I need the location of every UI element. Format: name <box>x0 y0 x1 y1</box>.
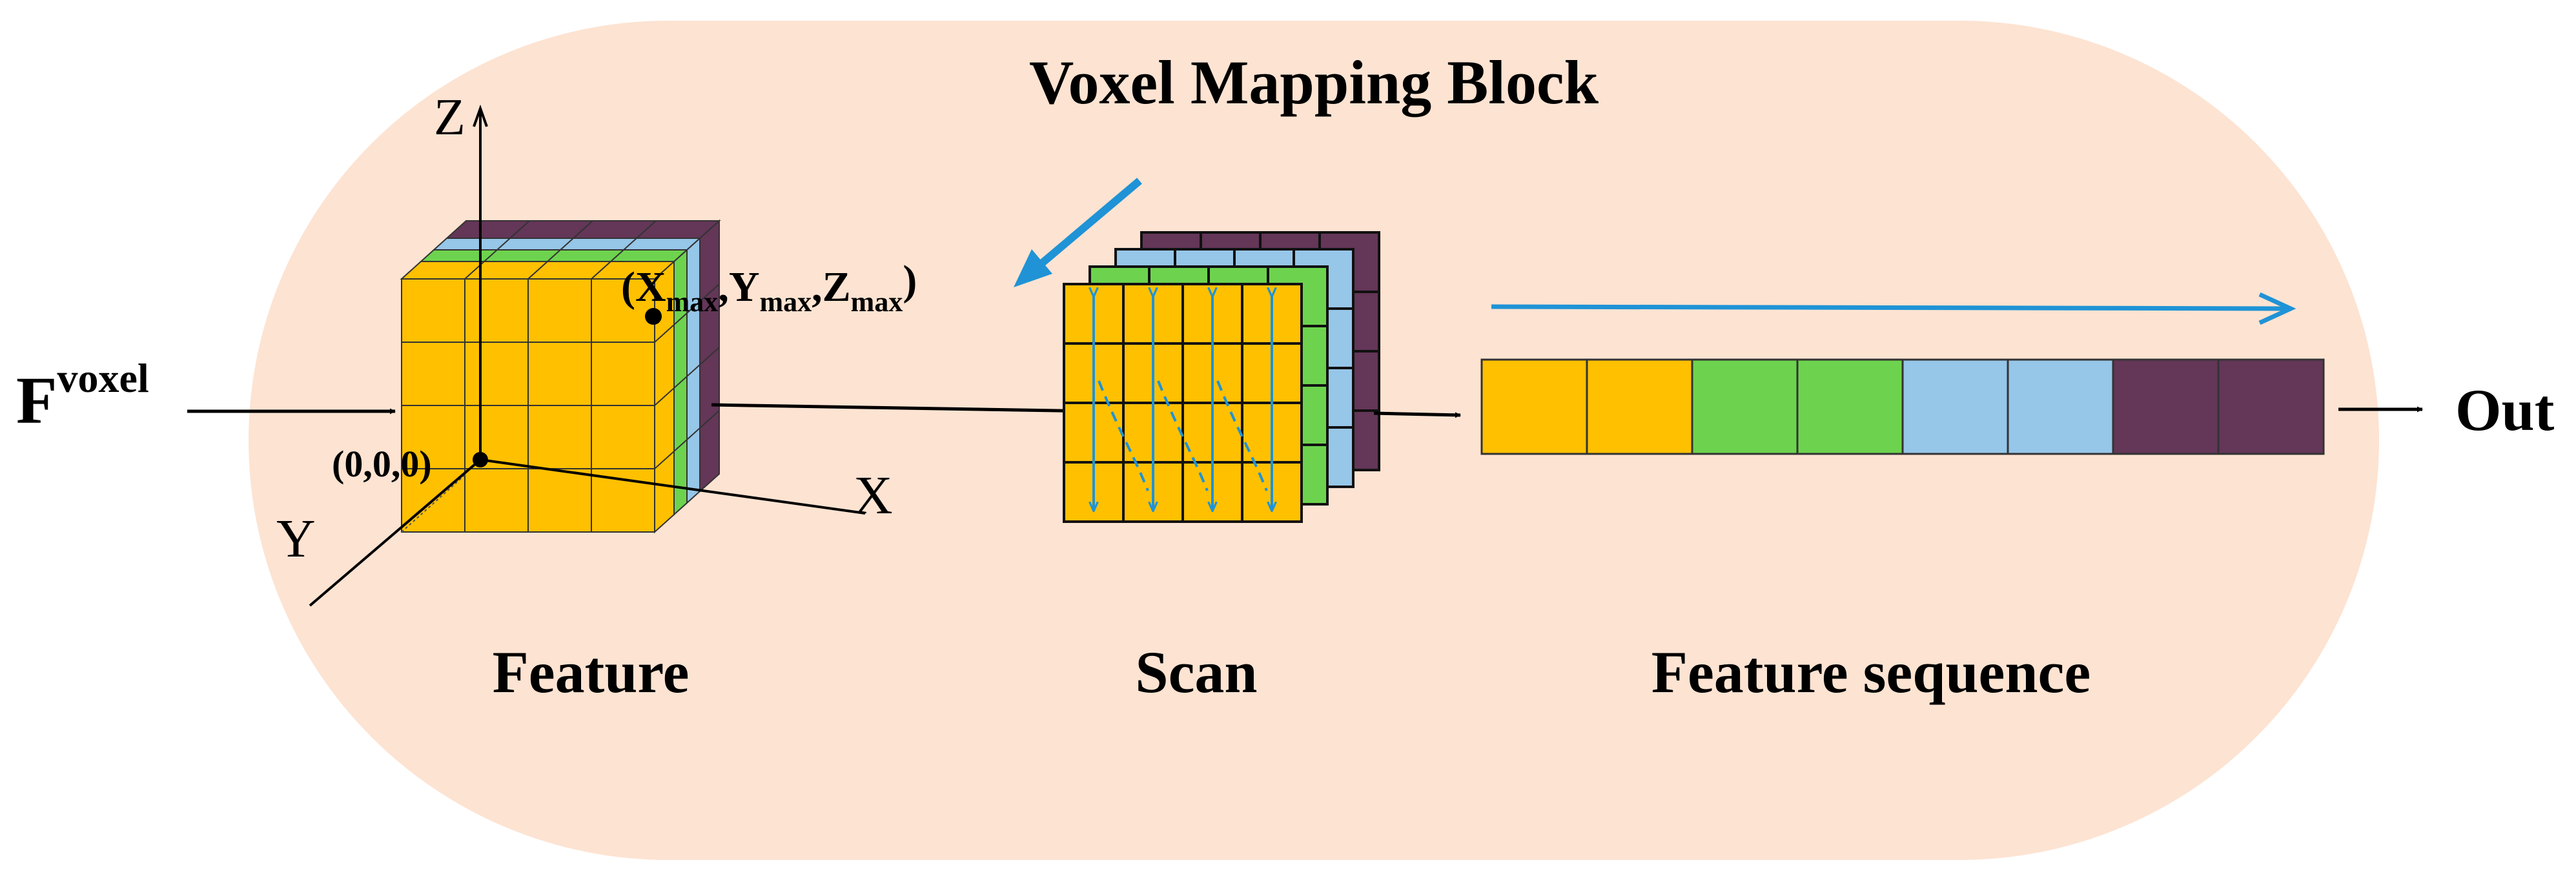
cube-front-cell <box>527 468 592 533</box>
sequence-cell <box>1586 358 1693 455</box>
title-pointer-arrowhead <box>1014 249 1052 287</box>
input-label-superscript: voxel <box>57 355 149 401</box>
cube-front-cell <box>527 278 592 343</box>
sequence-cell <box>1796 358 1904 455</box>
max-y: Y <box>729 263 760 311</box>
cube-front-cell <box>527 342 592 406</box>
sequence-direction-arrow <box>1491 304 2286 311</box>
max-comma-1: , <box>718 263 729 311</box>
y-axis-label: Y <box>276 509 316 569</box>
feature-sequence-label: Feature sequence <box>1651 639 2090 705</box>
scan-to-sequence-arrow <box>1373 411 1461 418</box>
x-axis <box>480 458 866 515</box>
cube-front-cell <box>591 278 655 343</box>
scan-diagonal <box>1157 380 1209 491</box>
scan-stack <box>1063 231 1380 523</box>
scan-diagonal <box>1216 380 1268 491</box>
cube-top-gridline <box>591 220 657 280</box>
output-label: Out <box>2455 377 2555 443</box>
max-open: ( <box>621 263 635 311</box>
max-point-label: (Xmax,Ymax,Zmax) <box>621 257 917 318</box>
y-axis <box>309 458 482 607</box>
cube-side-gridline <box>654 347 720 406</box>
max-close: ) <box>903 257 917 304</box>
axes: Z X Y <box>276 89 893 607</box>
cube-front-cell <box>591 342 655 406</box>
block-title: Voxel Mapping Block <box>1029 48 1599 117</box>
max-z-sub: max <box>851 286 903 318</box>
sequence-direction-arrowhead <box>2258 292 2296 325</box>
max-x-sub: max <box>666 286 719 318</box>
max-x: X <box>635 263 666 311</box>
max-y-sub: max <box>759 286 812 318</box>
cube-front-cell <box>401 278 465 343</box>
cube-side-gridline <box>654 283 720 343</box>
cube-front-cell <box>527 405 592 469</box>
sequence-cell <box>2217 358 2325 455</box>
input-label-base: F <box>16 363 57 438</box>
cube-top-gridline <box>464 220 530 280</box>
origin-label: (0,0,0) <box>332 443 432 485</box>
sequence-cell <box>1691 358 1799 455</box>
sequence-cell <box>1480 358 1588 455</box>
cube-hidden-edge <box>401 473 467 533</box>
cube-front-cell <box>591 468 655 533</box>
z-axis-arrowhead <box>473 105 488 127</box>
cube-front-cell <box>401 342 465 406</box>
cube-top-gridline <box>527 220 593 280</box>
scan-label: Scan <box>1135 639 1257 705</box>
cube-to-scan-arrow <box>711 403 1095 414</box>
feature-sequence <box>1480 358 2325 455</box>
max-z: Z <box>823 263 851 311</box>
z-axis-label: Z <box>434 89 465 146</box>
origin-point <box>473 452 488 467</box>
cube-side-gridline <box>654 410 720 469</box>
input-label: Fvoxel <box>16 355 149 438</box>
max-point <box>645 308 662 325</box>
sequence-cell <box>2112 358 2220 455</box>
cube-front-cell <box>591 405 655 469</box>
x-axis-label: X <box>854 466 893 526</box>
cube-front-cell <box>464 468 529 533</box>
cube-front-cell <box>464 278 529 343</box>
sequence-cell <box>2007 358 2114 455</box>
cube-front-cell <box>464 342 529 406</box>
max-comma-2: , <box>812 263 823 311</box>
sequence-cell <box>1901 358 2009 455</box>
feature-label: Feature <box>493 639 690 705</box>
scan-diagonal <box>1098 380 1149 491</box>
